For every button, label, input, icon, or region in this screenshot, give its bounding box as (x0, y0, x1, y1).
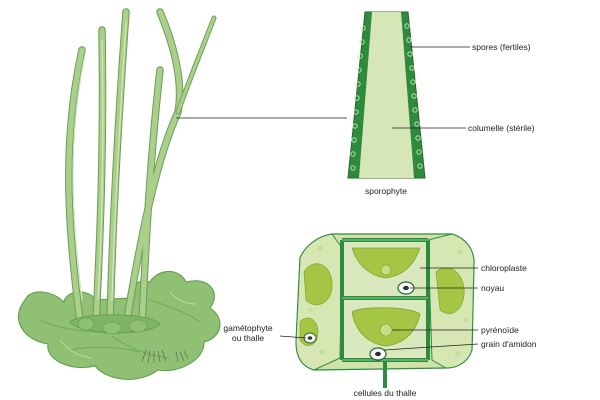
label-noyau: noyau (481, 283, 505, 293)
involucre (69, 314, 161, 335)
sporophyte-horns (65, 8, 217, 330)
label-grain-amidon: grain d'amidon (481, 339, 537, 349)
label-columelle: columelle (stérile) (468, 123, 535, 133)
label-gametophyte: gamétophyte ou thalle (218, 323, 278, 343)
pyrenoid (379, 323, 393, 337)
label-pyrenoide: pyrénoïde (481, 325, 519, 335)
thallus-cells (279, 233, 479, 388)
label-spores: spores (fertiles) (472, 42, 531, 52)
label-gametophyte-line1: gamétophyte (223, 323, 273, 333)
label-sporophyte: sporophyte (364, 186, 408, 196)
lower-cell (344, 300, 426, 358)
intercellular-texture (308, 245, 468, 357)
cell-leaders (279, 267, 479, 351)
hornwort-plant (18, 8, 221, 380)
spores-right (404, 23, 423, 169)
label-gametophyte-line2: ou thalle (231, 333, 265, 343)
rhizoids (141, 349, 189, 364)
sporophyte-section (347, 11, 470, 179)
label-cellules: cellules du thalle (353, 388, 417, 398)
label-chloroplaste: chloroplaste (481, 263, 527, 273)
spores-left (350, 25, 366, 171)
